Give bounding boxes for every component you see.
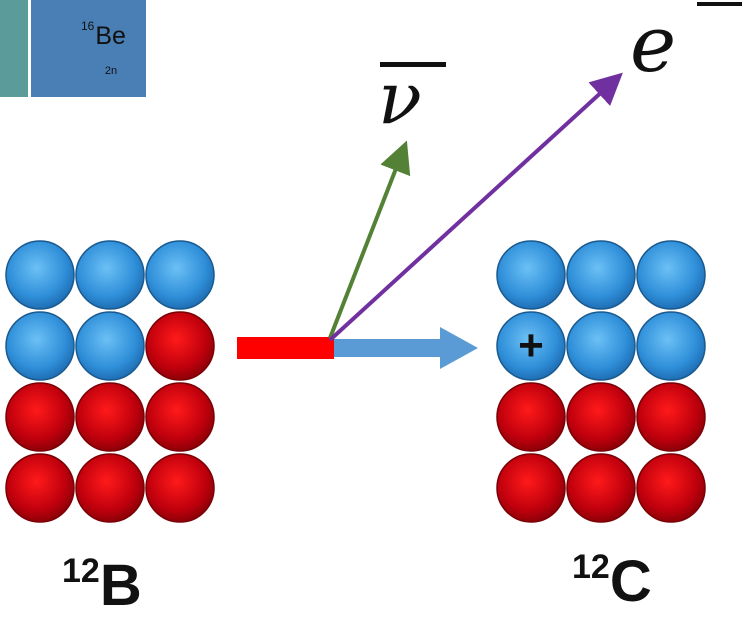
antineutrino-bar: [380, 62, 446, 67]
element-tile-be16: 16Be 2n: [31, 0, 146, 97]
label-carbon-mass: 12: [572, 548, 610, 586]
proton: [566, 453, 636, 523]
proton: [145, 382, 215, 452]
proton: [636, 453, 706, 523]
nucleus-boron-12: [5, 240, 215, 523]
neutron: [566, 311, 636, 381]
proton: [566, 382, 636, 452]
neutron: [5, 311, 75, 381]
neutron: [75, 240, 145, 310]
element-tile-partial: [0, 0, 28, 97]
tile-sub: 2n: [104, 65, 118, 77]
tile-mass: 16: [81, 19, 95, 33]
neutron: [75, 311, 145, 381]
neutron: [566, 240, 636, 310]
proton: [145, 453, 215, 523]
proton: [5, 453, 75, 523]
label-boron-12: 12B: [62, 552, 142, 619]
decay-bar: [237, 337, 334, 359]
proton: [496, 453, 566, 523]
neutron: [636, 311, 706, 381]
electron-arrow: [328, 72, 623, 342]
recoil-arrow: [334, 327, 478, 369]
antineutrino-arrow: [328, 140, 411, 339]
tile-symbol-text: Be: [95, 22, 126, 50]
electron-charge: [697, 2, 742, 6]
neutron: [496, 311, 566, 381]
proton: [496, 382, 566, 452]
neutron: [636, 240, 706, 310]
tile-symbol: 16Be: [81, 19, 126, 51]
neutron: [145, 240, 215, 310]
proton: [145, 311, 215, 381]
neutron: [496, 240, 566, 310]
proton: [75, 382, 145, 452]
label-boron-mass: 12: [62, 552, 100, 590]
label-carbon-12: 12C: [572, 548, 652, 615]
proton: [636, 382, 706, 452]
label-boron-element: B: [99, 553, 142, 618]
antineutrino-symbol: ν: [378, 56, 422, 140]
neutron: [5, 240, 75, 310]
electron-symbol: e: [630, 0, 677, 90]
nucleus-carbon-12: +: [496, 240, 706, 523]
proton: [75, 453, 145, 523]
plus-charge: +: [518, 321, 544, 370]
proton: [5, 382, 75, 452]
label-carbon-element: C: [609, 549, 652, 614]
